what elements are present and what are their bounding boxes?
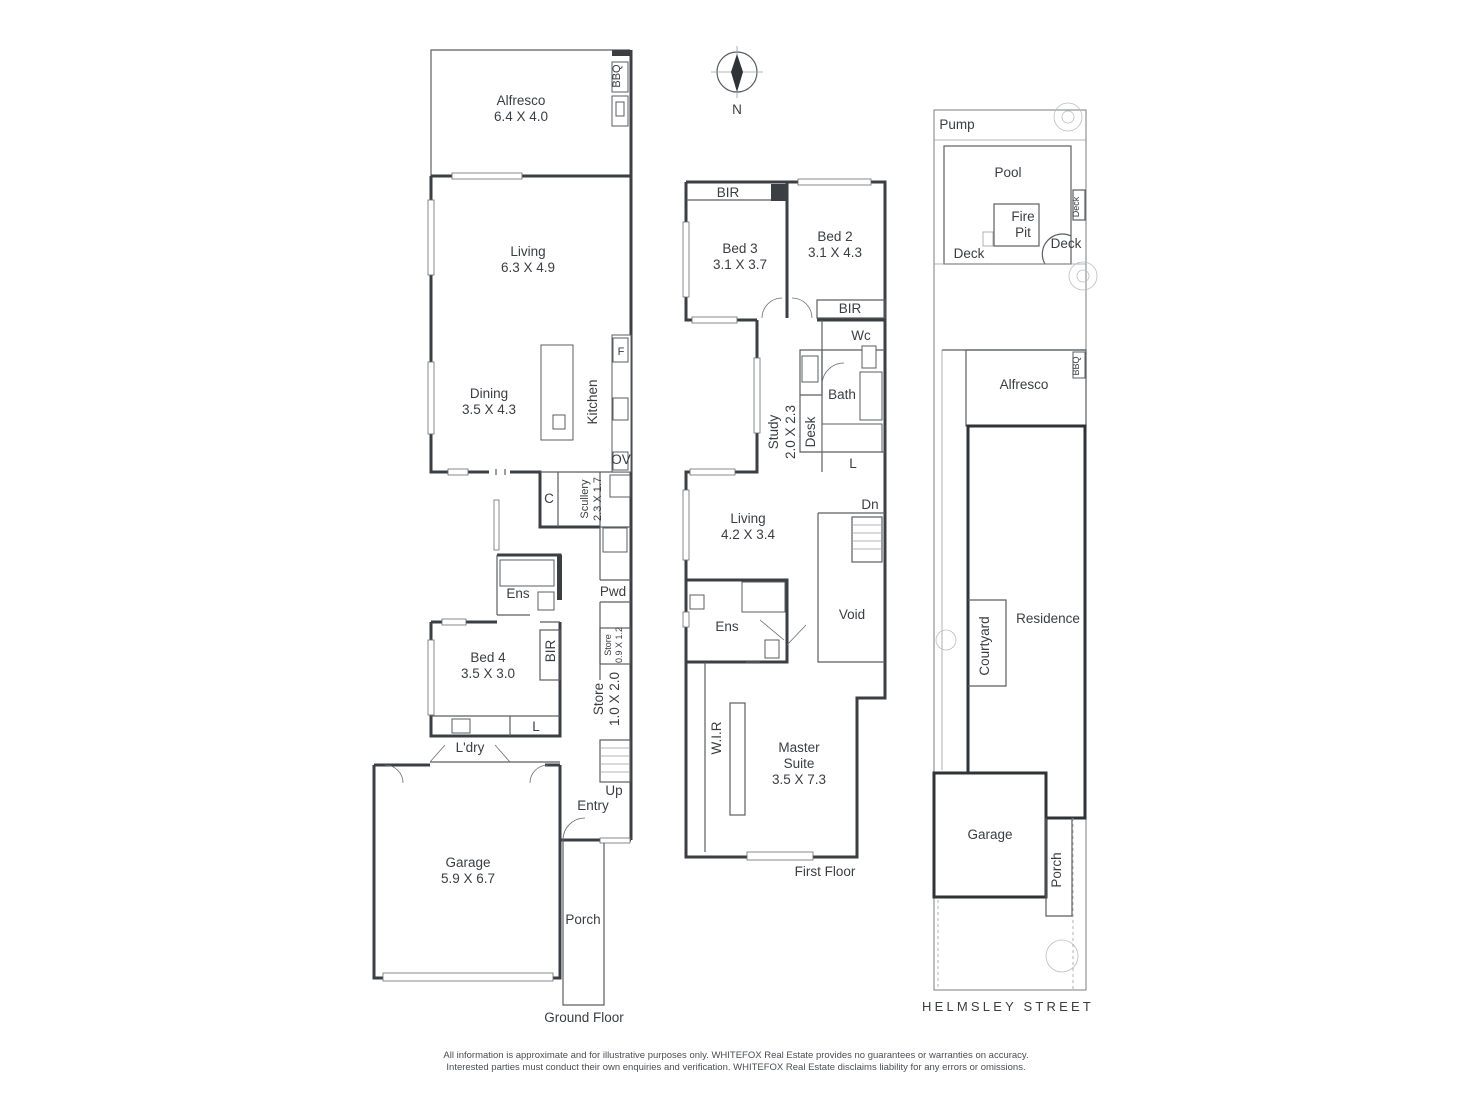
ff-bed3-size: 3.1 X 3.7 [713,257,767,272]
gf-linen-label: L [532,719,540,734]
gf-alfresco-size: 6.4 X 4.0 [494,109,548,124]
ff-bath-label: Bath [828,387,856,402]
site-deck-right-label: Deck [1051,236,1082,251]
ff-living-size: 4.2 X 3.4 [721,527,776,542]
gf-oven-label: OV [611,452,631,467]
ff-bir-top-label: BIR [717,185,740,200]
compass-label: N [732,102,742,117]
site-pool-label: Pool [994,165,1021,180]
ff-master-size: 3.5 X 7.3 [772,772,826,787]
gf-entry-label: Entry [577,798,609,813]
site-residence-label: Residence [1016,611,1080,626]
gf-fridge-label: F [618,346,625,358]
site-deck-left-label: Deck [954,246,985,261]
ff-bed3-label: Bed 3 [722,241,757,256]
gf-alfresco-label: Alfresco [497,93,546,108]
street-name-label: HELMSLEY STREET [922,999,1094,1014]
ff-master-label: Master [778,740,820,755]
gf-bbq-label: BBQ [611,64,623,88]
ff-wc-label: Wc [851,328,871,343]
gf-store-label: Store [591,683,606,715]
site-firepit-label2: Pit [1015,225,1031,240]
gf-store-small-size: 0.9 X 1.2 [614,627,624,663]
ff-master-label2: Suite [784,756,815,771]
ff-living-label: Living [730,511,765,526]
gf-garage-label: Garage [445,855,490,870]
gf-garage-size: 5.9 X 6.7 [441,871,495,886]
gf-store-size: 1.0 X 2.0 [607,672,622,726]
gf-dining-size: 3.5 X 4.3 [462,402,516,417]
ff-study-label: Study [766,414,781,449]
ff-bed2-label: Bed 2 [817,229,852,244]
gf-cupboard-label: C [544,491,554,506]
gf-store-small-label: Store [603,634,613,656]
gf-living-size: 6.3 X 4.9 [501,260,555,275]
ff-linen-label: L [849,456,857,471]
gf-scullery-size: 2.3 X 1.7 [592,477,604,521]
first-floor-title: First Floor [795,864,856,879]
gf-dining-label: Dining [470,386,508,401]
ground-floor-title: Ground Floor [544,1010,624,1025]
gf-ensuite-label: Ens [506,586,530,601]
site-bbq-label: BBQ [1071,356,1081,375]
ff-wir-label: W.I.R [709,721,724,754]
gf-kitchen-label: Kitchen [585,379,600,424]
site-deck-small-label: Deck [1071,196,1081,217]
ff-dn-label: Dn [861,497,878,512]
site-plan [932,102,1098,991]
site-courtyard-label: Courtyard [977,616,992,675]
gf-bed4-size: 3.5 X 3.0 [461,666,515,681]
first-floor-plan [682,178,887,861]
ff-study-size: 2.0 X 2.3 [783,405,798,459]
disclaimer-line-2: Interested parties must conduct their ow… [446,1062,1026,1073]
site-garage-label: Garage [967,827,1012,842]
disclaimer-line-1: All information is approximate and for i… [443,1050,1029,1061]
ff-ensuite-label: Ens [715,619,739,634]
gf-living-label: Living [510,244,545,259]
ff-void-label: Void [839,607,865,622]
site-firepit-label: Fire [1011,209,1034,224]
gf-powder-label: Pwd [600,584,626,599]
site-porch-label: Porch [1049,852,1064,887]
north-compass-icon [711,46,763,98]
ff-bed2-size: 3.1 X 4.3 [808,245,862,260]
gf-laundry-label: L'dry [456,740,485,755]
ff-bir-bed2-label: BIR [839,301,862,316]
ff-desk-label: Desk [803,416,818,447]
gf-bir-label: BIR [543,640,558,663]
gf-bed4-label: Bed 4 [470,650,506,665]
gf-up-label: Up [605,783,622,798]
site-pump-label: Pump [939,117,974,132]
gf-scullery-label: Scullery [579,479,591,519]
site-alfresco-label: Alfresco [1000,377,1049,392]
gf-porch-label: Porch [565,912,600,927]
ground-floor-plan [372,49,633,1006]
